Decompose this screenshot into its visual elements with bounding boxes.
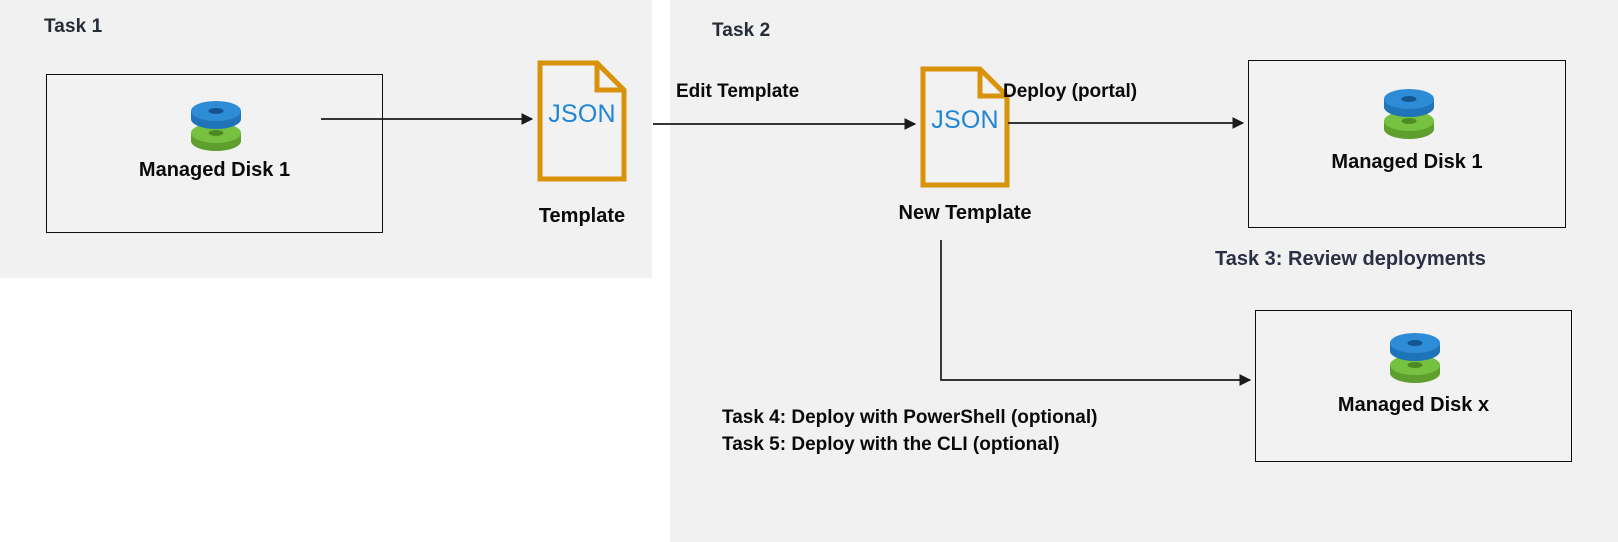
optional-managed-disk-box: Managed Disk x [1255,310,1572,462]
edit-template-edge-label: Edit Template [676,81,800,102]
task3-caption: Task 3: Review deployments [1215,248,1486,270]
task1-title: Task 1 [44,16,103,37]
optional-managed-disk-label: Managed Disk x [1337,394,1490,416]
task1-managed-disk-label: Managed Disk 1 [138,159,291,181]
new-template-caption: New Template [898,202,1032,224]
new-template-json-document-icon: JSON [920,66,1010,188]
template-caption: Template [538,205,626,227]
task4-note: Task 4: Deploy with PowerShell (optional… [722,407,1098,428]
task5-note: Task 5: Deploy with the CLI (optional) [722,434,1060,455]
task2-title: Task 2 [712,20,771,41]
task1-managed-disk-box: Managed Disk 1 [46,74,383,233]
template-json-document-icon: JSON [537,60,627,182]
task3-managed-disk-label: Managed Disk 1 [1331,151,1483,173]
deploy-portal-edge-label: Deploy (portal) [1003,81,1138,102]
new-template-json-text: JSON [931,106,999,134]
managed-disk-icon [1386,329,1444,385]
template-json-text: JSON [548,100,616,128]
managed-disk-icon [1380,85,1438,141]
task3-managed-disk-box: Managed Disk 1 [1248,60,1566,228]
managed-disk-icon [187,97,245,153]
